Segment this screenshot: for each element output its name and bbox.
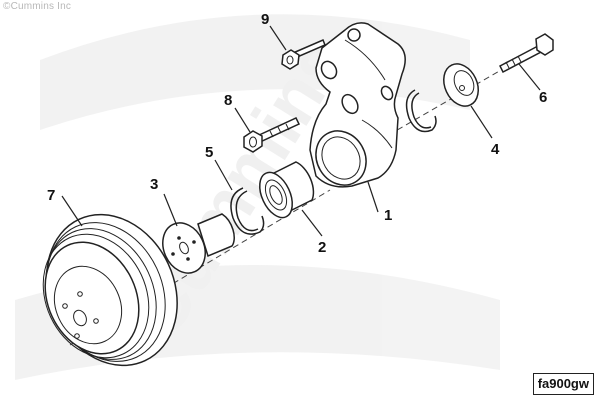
leader-lines (61, 25, 541, 237)
callout-9: 9 (261, 11, 269, 28)
callout-1: 1 (384, 207, 392, 224)
housing-part (309, 22, 406, 188)
hub-part (162, 213, 235, 274)
centre-axis-line-upper (379, 61, 516, 141)
callout-6: 6 (539, 89, 547, 106)
plug-part (443, 63, 479, 107)
bolt-part (243, 117, 301, 153)
diagram-code-label: fa900gw (532, 373, 594, 395)
copyright-text: ©Cummins Inc (3, 1, 72, 12)
short-bolt-part (281, 39, 326, 70)
inner-snap-ring-part (230, 187, 265, 235)
callout-3: 3 (150, 176, 158, 193)
bearing-part (259, 161, 315, 219)
long-bolt-part (499, 33, 554, 74)
snap-ring-part (405, 89, 437, 133)
callout-7: 7 (47, 187, 55, 204)
pulley-part (42, 213, 178, 367)
callout-4: 4 (491, 141, 500, 158)
callout-5: 5 (205, 144, 213, 161)
callout-8: 8 (224, 92, 232, 109)
callout-2: 2 (318, 239, 326, 256)
